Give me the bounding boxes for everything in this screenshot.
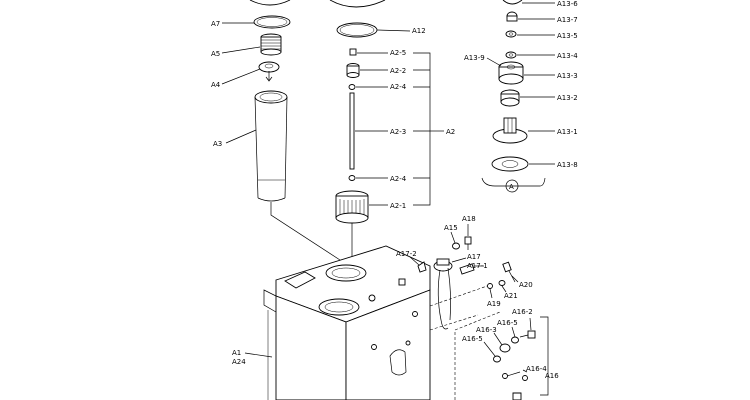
washer-a13-5 [505, 30, 517, 38]
label-detail-a: A [509, 183, 514, 191]
label-a16-2: A16-2 [512, 308, 533, 316]
label-a17-2: A17-2 [396, 250, 417, 258]
level-sensor-a17 [433, 258, 453, 330]
bracket-a17-1 [459, 263, 475, 275]
nut-a2-5 [349, 48, 357, 56]
label-a13-7: A13-7 [557, 16, 578, 24]
label-a2-5: A2-5 [390, 49, 406, 57]
bolt-a20 [502, 261, 516, 283]
label-a2: A2 [446, 128, 455, 136]
label-a16: A16 [545, 372, 559, 380]
label-a5: A5 [211, 50, 220, 58]
label-a4: A4 [211, 81, 221, 89]
label-a16-4: A16-4 [526, 365, 547, 373]
valve-a4 [258, 61, 280, 82]
hydraulic-tank-a1 [263, 245, 431, 400]
label-a21: A21 [504, 292, 518, 300]
label-a12: A12 [412, 27, 426, 35]
housing-a13-3 [498, 61, 524, 85]
label-a13-4: A13-4 [557, 52, 578, 60]
valve-a13-2 [500, 89, 520, 107]
washer-a2-4-top [348, 84, 356, 90]
washer-a21 [498, 280, 506, 286]
label-a2-2: A2-2 [390, 67, 406, 75]
label-a24: A24 [232, 358, 246, 366]
label-a13-6: A13-6 [557, 0, 578, 8]
plate-a13-1 [492, 117, 528, 144]
nut-a13-7 [506, 11, 518, 22]
rod-a2-3 [349, 92, 355, 170]
label-a17: A17 [467, 253, 481, 261]
washer-a15 [452, 242, 460, 250]
label-a19: A19 [487, 300, 501, 308]
bolt-a16-2 [519, 330, 536, 339]
cap-a13-6 [502, 0, 523, 5]
label-a2-4-bottom: A2-4 [390, 175, 407, 183]
label-a17-1: A17-1 [467, 262, 488, 270]
label-a7: A7 [211, 20, 220, 28]
label-a2-4-top: A2-4 [390, 83, 407, 91]
washer-a13-4 [505, 51, 517, 59]
clamp-a16-4 [502, 371, 528, 381]
clip-a17-2 [417, 261, 427, 273]
label-a13-1: A13-1 [557, 128, 578, 136]
washer-a16-5-lower [493, 355, 501, 363]
label-a13-9: A13-9 [464, 54, 485, 62]
label-a16-5-upper: A16-5 [497, 319, 518, 327]
label-a13-5: A13-5 [557, 32, 578, 40]
washer-a2-4-bottom [348, 175, 356, 181]
label-a20: A20 [519, 281, 533, 289]
label-a2-3: A2-3 [390, 128, 406, 136]
o-ring-a12 [336, 22, 378, 38]
label-a13-8: A13-8 [557, 161, 578, 169]
label-a15: A15 [444, 224, 458, 232]
washer-a16-5-upper [511, 336, 519, 344]
label-a13-2: A13-2 [557, 94, 578, 102]
label-a3: A3 [213, 140, 222, 148]
fitting-a19 [487, 283, 493, 289]
cover-top-left [249, 0, 291, 6]
label-a16-3: A16-3 [476, 326, 497, 334]
strainer-a2-1 [335, 190, 369, 224]
label-a1: A1 [232, 349, 241, 357]
spring-a5 [260, 33, 282, 56]
label-a2-1: A2-1 [390, 202, 406, 210]
filter-element-a3 [254, 90, 288, 202]
cover-top-middle [329, 0, 386, 8]
o-ring-a7 [253, 15, 291, 29]
label-a16-5-lower: A16-5 [462, 335, 483, 343]
gasket-a13-8 [491, 156, 529, 172]
bolt-a18 [464, 236, 472, 250]
spacer-a16-3 [499, 343, 511, 353]
label-a13-3: A13-3 [557, 72, 578, 80]
spacer-a2-2 [346, 63, 360, 78]
label-a18: A18 [462, 215, 476, 223]
